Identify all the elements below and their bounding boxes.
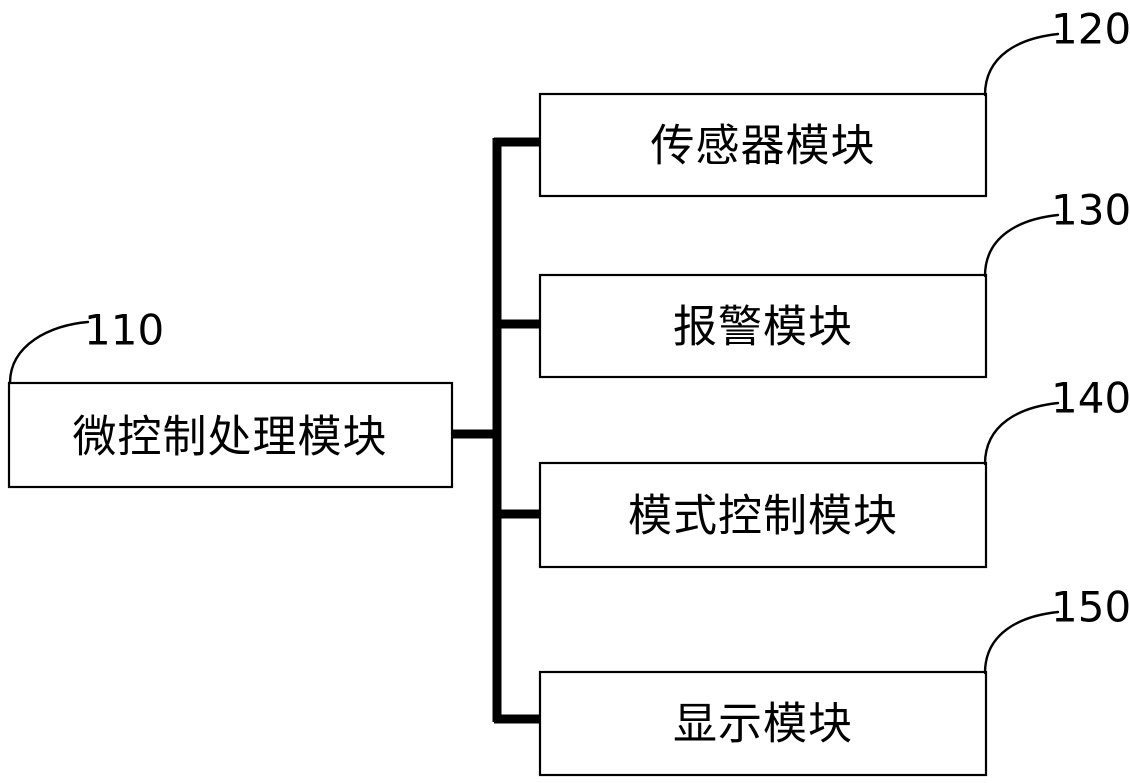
leader-line-110 <box>8 320 90 385</box>
connector-bus-group <box>452 137 542 724</box>
module-block-120-rect[interactable] <box>538 92 988 198</box>
leader-line-130 <box>983 213 1060 278</box>
module-block-130-group[interactable]: 报警模块 <box>538 273 988 379</box>
module-block-140-group[interactable]: 模式控制模块 <box>538 461 988 569</box>
module-block-140-label: 模式控制模块 <box>628 491 898 542</box>
ref-number-120: 120 <box>1051 5 1130 54</box>
module-block-150-label: 显示模块 <box>673 699 853 750</box>
leader-line-120 <box>983 32 1060 97</box>
ref-number-110: 110 <box>84 306 164 355</box>
ref-number-150: 150 <box>1051 583 1130 632</box>
main-block-label: 微控制处理模块 <box>73 412 388 463</box>
module-block-150-group[interactable]: 显示模块 <box>538 670 988 777</box>
module-block-120-label: 传感器模块 <box>651 121 876 172</box>
module-block-130-rect[interactable] <box>538 273 988 379</box>
module-block-140-rect[interactable] <box>538 461 988 569</box>
module-block-150-rect[interactable] <box>538 670 988 777</box>
main-block-group[interactable]: 微控制处理模块 <box>7 381 454 489</box>
leader-line-150 <box>983 610 1060 675</box>
ref-number-130: 130 <box>1051 186 1130 235</box>
module-block-120-group[interactable]: 传感器模块 <box>538 92 988 198</box>
ref-number-140: 140 <box>1051 374 1130 423</box>
leader-line-140 <box>983 401 1060 466</box>
main-block-rect[interactable] <box>7 381 454 489</box>
module-block-130-label: 报警模块 <box>673 302 853 353</box>
